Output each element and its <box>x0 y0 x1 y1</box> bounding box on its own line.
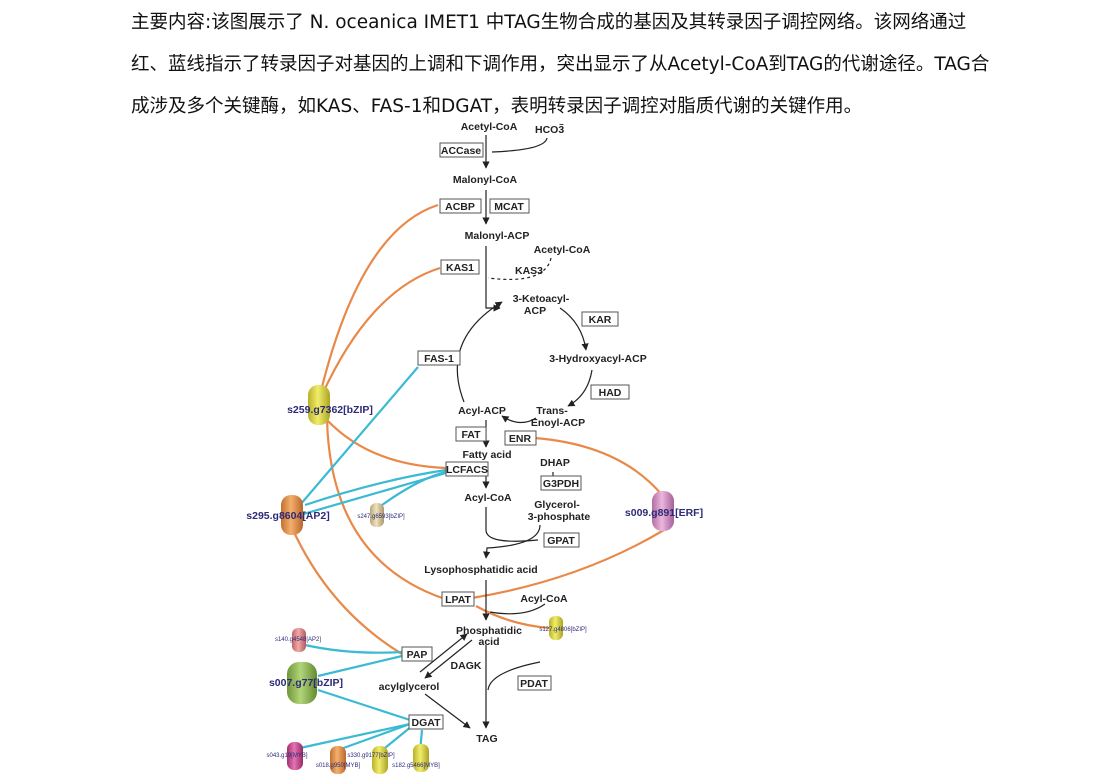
enzyme-fat: FAT <box>461 429 481 441</box>
transcription-factors: s259.g7362[bZIP] s295.g8604[AP2] s247.g6… <box>246 385 703 774</box>
tf-node-erf-891 <box>652 491 674 531</box>
tf-node-myb-19 <box>287 742 303 770</box>
tf-node-bzip-7362 <box>308 385 330 425</box>
enzyme-had: HAD <box>599 387 622 399</box>
metabolite-hco3-charge: − <box>559 120 564 129</box>
enzyme-g3pdh: G3PDH <box>543 478 579 490</box>
metabolite-hco3: HCO3 <box>535 124 564 136</box>
tf-label-ap2-8604: s295.g8604[AP2] <box>246 510 329 522</box>
enzyme-acbp: ACBP <box>445 201 475 213</box>
metabolite-malonyl-acp: Malonyl-ACP <box>465 230 530 242</box>
metabolites: Acetyl-CoA HCO3 − Malonyl-CoA Malonyl-AC… <box>379 120 647 745</box>
tf-node-myb-950 <box>330 746 346 774</box>
tf-label-erf-891: s009.g891[ERF] <box>625 507 703 519</box>
metabolite-lysophosphatidic-acid: Lysophosphatidic acid <box>424 564 537 576</box>
metabolite-phosphatidic-acid-line2: acid <box>478 636 499 648</box>
metabolite-ketoacyl-acp-line2: ACP <box>524 305 546 317</box>
enzymes: ACCase ACBP MCAT KAS1 KAS3 KAR FAS-1 HAD… <box>401 142 630 730</box>
tf-label-bzip-6593: s247.g6593[bZIP] <box>357 514 405 520</box>
metabolite-enoyl-acp-line1: Trans- <box>536 405 568 417</box>
tf-label-bzip-77: s007.g77[bZIP] <box>269 677 343 689</box>
metabolite-ketoacyl-acp-line1: 3-Ketoacyl- <box>513 293 570 305</box>
tf-node-ap2-4548 <box>292 628 306 652</box>
tf-label-myb-5466: s182.g5466[MYB] <box>392 763 440 769</box>
tf-node-bzip-9177 <box>372 746 388 774</box>
enzyme-kar: KAR <box>589 314 612 326</box>
tf-label-bzip-4806: s127.g4806[bZIP] <box>539 627 587 633</box>
enzyme-kas1: KAS1 <box>446 262 474 274</box>
tf-node-bzip-77 <box>287 662 317 704</box>
enzyme-accase: ACCase <box>441 145 481 157</box>
metabolite-tag: TAG <box>476 733 497 745</box>
metabolite-hydroxyacyl-acp: 3-Hydroxyacyl-ACP <box>549 353 646 365</box>
enzyme-kas3: KAS3 <box>515 265 543 277</box>
tf-label-bzip-9177: s330.g9177[bZIP] <box>347 753 395 759</box>
tf-label-bzip-7362: s259.g7362[bZIP] <box>287 404 373 416</box>
metabolite-acyl-coa: Acyl-CoA <box>464 492 512 504</box>
metabolite-malonyl-coa: Malonyl-CoA <box>453 174 518 186</box>
description-paragraph: 主要内容:该图展示了 N. oceanica IMET1 中TAG生物合成的基因… <box>131 12 990 117</box>
tf-node-bzip-4806 <box>549 616 563 640</box>
tf-label-myb-950: s018.g950[MYB] <box>316 763 361 769</box>
enzyme-pap: PAP <box>407 649 428 661</box>
metabolite-acylglycerol: acylglycerol <box>379 681 440 693</box>
enzyme-mcat: MCAT <box>494 201 524 213</box>
label-dagk: DAGK <box>451 660 482 672</box>
enzyme-gpat: GPAT <box>547 535 575 547</box>
metabolite-acyl-acp: Acyl-ACP <box>458 405 506 417</box>
metabolite-enoyl-acp-line2: Enoyl-ACP <box>531 417 585 429</box>
metabolite-dhap: DHAP <box>540 457 570 469</box>
enzyme-lcfacs: LCFACS <box>446 464 488 476</box>
enzyme-fas1: FAS-1 <box>424 353 454 365</box>
tf-node-myb-5466 <box>413 744 429 772</box>
tf-label-ap2-4548: s140.g4548[AP2] <box>275 637 321 643</box>
metabolite-glycerol-3p-line1: Glycerol- <box>534 499 580 511</box>
metabolite-phosphatidic-acid-line1: Phosphatidic <box>456 625 522 637</box>
enzyme-enr: ENR <box>509 433 532 445</box>
tf-node-bzip-6593 <box>370 503 384 527</box>
enzyme-lpat: LPAT <box>445 594 471 606</box>
enzyme-dgat: DGAT <box>412 717 442 729</box>
tf-label-myb-19: s043.g19[MYB] <box>266 753 307 759</box>
metabolite-acetyl-coa-2: Acetyl-CoA <box>534 244 591 256</box>
metabolite-acyl-coa-2: Acyl-CoA <box>520 593 568 605</box>
pathway-arrows <box>419 135 593 729</box>
metabolite-acetyl-coa: Acetyl-CoA <box>461 121 518 133</box>
regulation-lines <box>292 203 665 753</box>
enzyme-pdat: PDAT <box>520 678 548 690</box>
metabolite-glycerol-3p-line2: 3-phosphate <box>528 511 591 523</box>
metabolite-fatty-acid: Fatty acid <box>462 449 511 461</box>
tf-node-ap2-8604 <box>281 495 303 535</box>
